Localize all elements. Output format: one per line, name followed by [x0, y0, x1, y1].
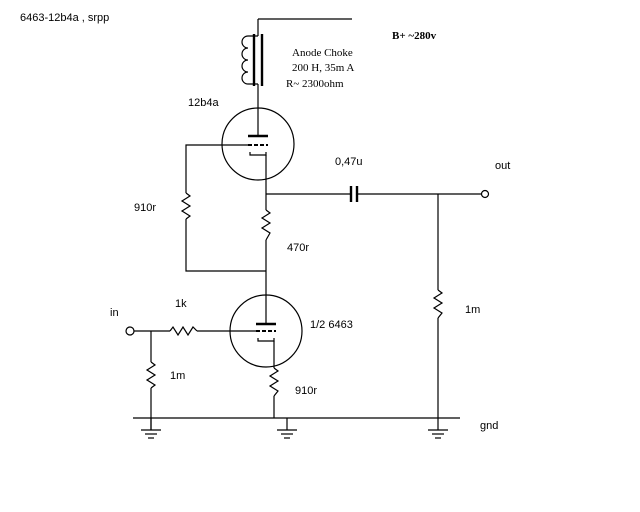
top-grid-wire — [185, 144, 248, 193]
ground-label: gnd — [480, 420, 498, 432]
output-label: out — [495, 160, 510, 172]
output-terminal-icon — [480, 189, 490, 199]
top-tube-envelope — [221, 107, 295, 181]
middle-resistor-label: 470r — [287, 242, 309, 254]
feedback-resistor-icon — [180, 192, 192, 220]
input-terminal-icon — [125, 326, 135, 336]
feedback-return-wire — [185, 219, 266, 272]
bottom-tube-label: 1/2 6463 — [310, 319, 353, 331]
capacitor-label: 0,47u — [335, 156, 363, 168]
choke-resistance-label: R~ 2300ohm — [286, 78, 344, 90]
bottom-tube-cathode — [257, 338, 275, 342]
ground-icon — [428, 418, 448, 439]
cathode-resistor-icon — [268, 367, 280, 397]
cathode-resistor-label: 910r — [295, 385, 317, 397]
top-tube-cathode — [249, 152, 267, 156]
schematic-title: 6463-12b4a , srpp — [20, 12, 109, 24]
middle-resistor-icon — [260, 209, 272, 241]
top-tube-icon — [221, 107, 295, 181]
grid-input-resistor-icon — [169, 325, 198, 337]
output-load-resistor-icon — [432, 289, 444, 319]
anode-choke — [241, 34, 264, 111]
feedback-resistor-label: 910r — [134, 202, 156, 214]
choke-winding-icon — [241, 35, 258, 85]
choke-spec-label: 200 H, 35m A — [292, 62, 354, 74]
b-plus-label: B+ ~280v — [392, 30, 437, 42]
ground-icon — [277, 418, 297, 439]
input-label: in — [110, 307, 119, 319]
choke-name-label: Anode Choke — [292, 47, 353, 59]
ground-icon — [141, 418, 161, 439]
output-load-label: 1m — [465, 304, 480, 316]
grid-leak-label: 1m — [170, 370, 185, 382]
top-tube-label: 12b4a — [188, 97, 219, 109]
grid-input-resistor-label: 1k — [175, 298, 187, 310]
grid-leak-resistor-icon — [145, 361, 157, 389]
